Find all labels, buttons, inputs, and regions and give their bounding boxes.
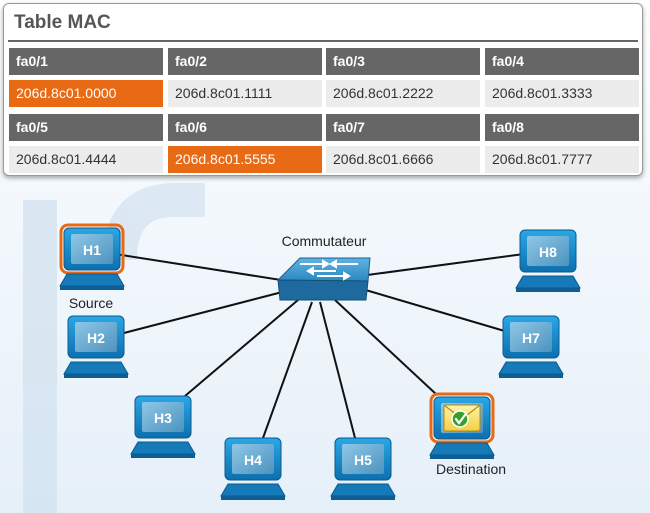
host-h1-pc-icon[interactable]: H1 <box>59 223 125 290</box>
link-h2 <box>119 289 291 335</box>
port-header-fa0-4: fa0/4 <box>485 48 639 75</box>
link-h7 <box>351 285 509 333</box>
port-header-fa0-1: fa0/1 <box>9 48 163 75</box>
host-h2-label: H2 <box>87 330 105 346</box>
host-h4-pc-icon[interactable]: H4 <box>220 437 286 500</box>
host-h2-pc-icon[interactable]: H2 <box>63 315 129 378</box>
host-h6-destination-pc-icon[interactable] <box>429 392 495 459</box>
checkmark-envelope-icon <box>443 404 481 432</box>
link-h3 <box>184 299 299 397</box>
source-label: Source <box>69 295 114 311</box>
host-h8-pc-icon[interactable]: H8 <box>515 229 581 292</box>
port-header-fa0-2: fa0/2 <box>168 48 322 75</box>
mac-table-title: Table MAC <box>14 12 111 33</box>
port-header-fa0-3: fa0/3 <box>326 48 480 75</box>
link-h4 <box>262 301 313 439</box>
link-h8 <box>359 253 525 277</box>
switch-icon[interactable] <box>276 257 371 301</box>
host-h5-label: H5 <box>354 452 372 468</box>
title-divider <box>8 40 638 42</box>
port-header-fa0-5: fa0/5 <box>9 114 163 141</box>
mac-value-fa0-3: 206d.8c01.2222 <box>326 80 480 107</box>
host-h3-pc-icon[interactable]: H3 <box>130 395 196 458</box>
host-h3-label: H3 <box>154 410 172 426</box>
mac-value-fa0-8: 206d.8c01.7777 <box>485 146 639 173</box>
host-h7-label: H7 <box>522 330 540 346</box>
switch-label: Commutateur <box>282 233 367 249</box>
mac-value-fa0-5: 206d.8c01.4444 <box>9 146 163 173</box>
mac-value-fa0-2: 206d.8c01.1111 <box>168 80 322 107</box>
mac-table-panel: Table MAC fa0/1 fa0/2 fa0/3 fa0/4 206d.8… <box>3 3 643 176</box>
mac-value-fa0-7: 206d.8c01.6666 <box>326 146 480 173</box>
port-header-fa0-6: fa0/6 <box>168 114 322 141</box>
mac-value-fa0-4: 206d.8c01.3333 <box>485 80 639 107</box>
mac-value-fa0-1: 206d.8c01.0000 <box>9 80 163 107</box>
host-h7-pc-icon[interactable]: H7 <box>498 315 564 378</box>
link-h5 <box>319 301 356 439</box>
host-h5-pc-icon[interactable]: H5 <box>330 437 396 500</box>
port-header-fa0-7: fa0/7 <box>326 114 480 141</box>
destination-label: Destination <box>436 461 506 477</box>
port-header-fa0-8: fa0/8 <box>485 114 639 141</box>
host-h1-label: H1 <box>83 242 101 258</box>
host-h4-label: H4 <box>244 452 262 468</box>
link-h1 <box>114 253 301 284</box>
host-h8-label: H8 <box>539 244 557 260</box>
mac-value-fa0-6: 206d.8c01.5555 <box>168 146 322 173</box>
link-h6 <box>334 299 438 396</box>
